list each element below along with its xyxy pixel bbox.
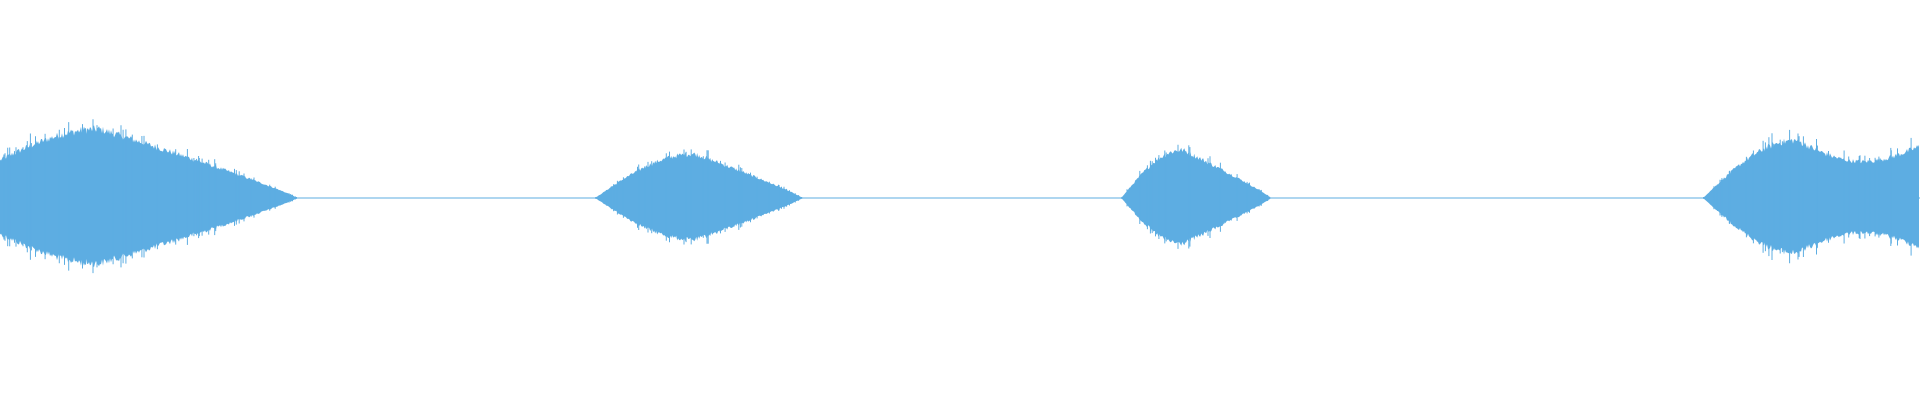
- waveform-burst-1: [0, 125, 297, 268]
- waveform-burst-4: [1703, 138, 1919, 255]
- waveform-bursts: [0, 119, 1919, 274]
- waveform-burst-2: [595, 152, 803, 242]
- waveform-burst-3: [1121, 147, 1271, 246]
